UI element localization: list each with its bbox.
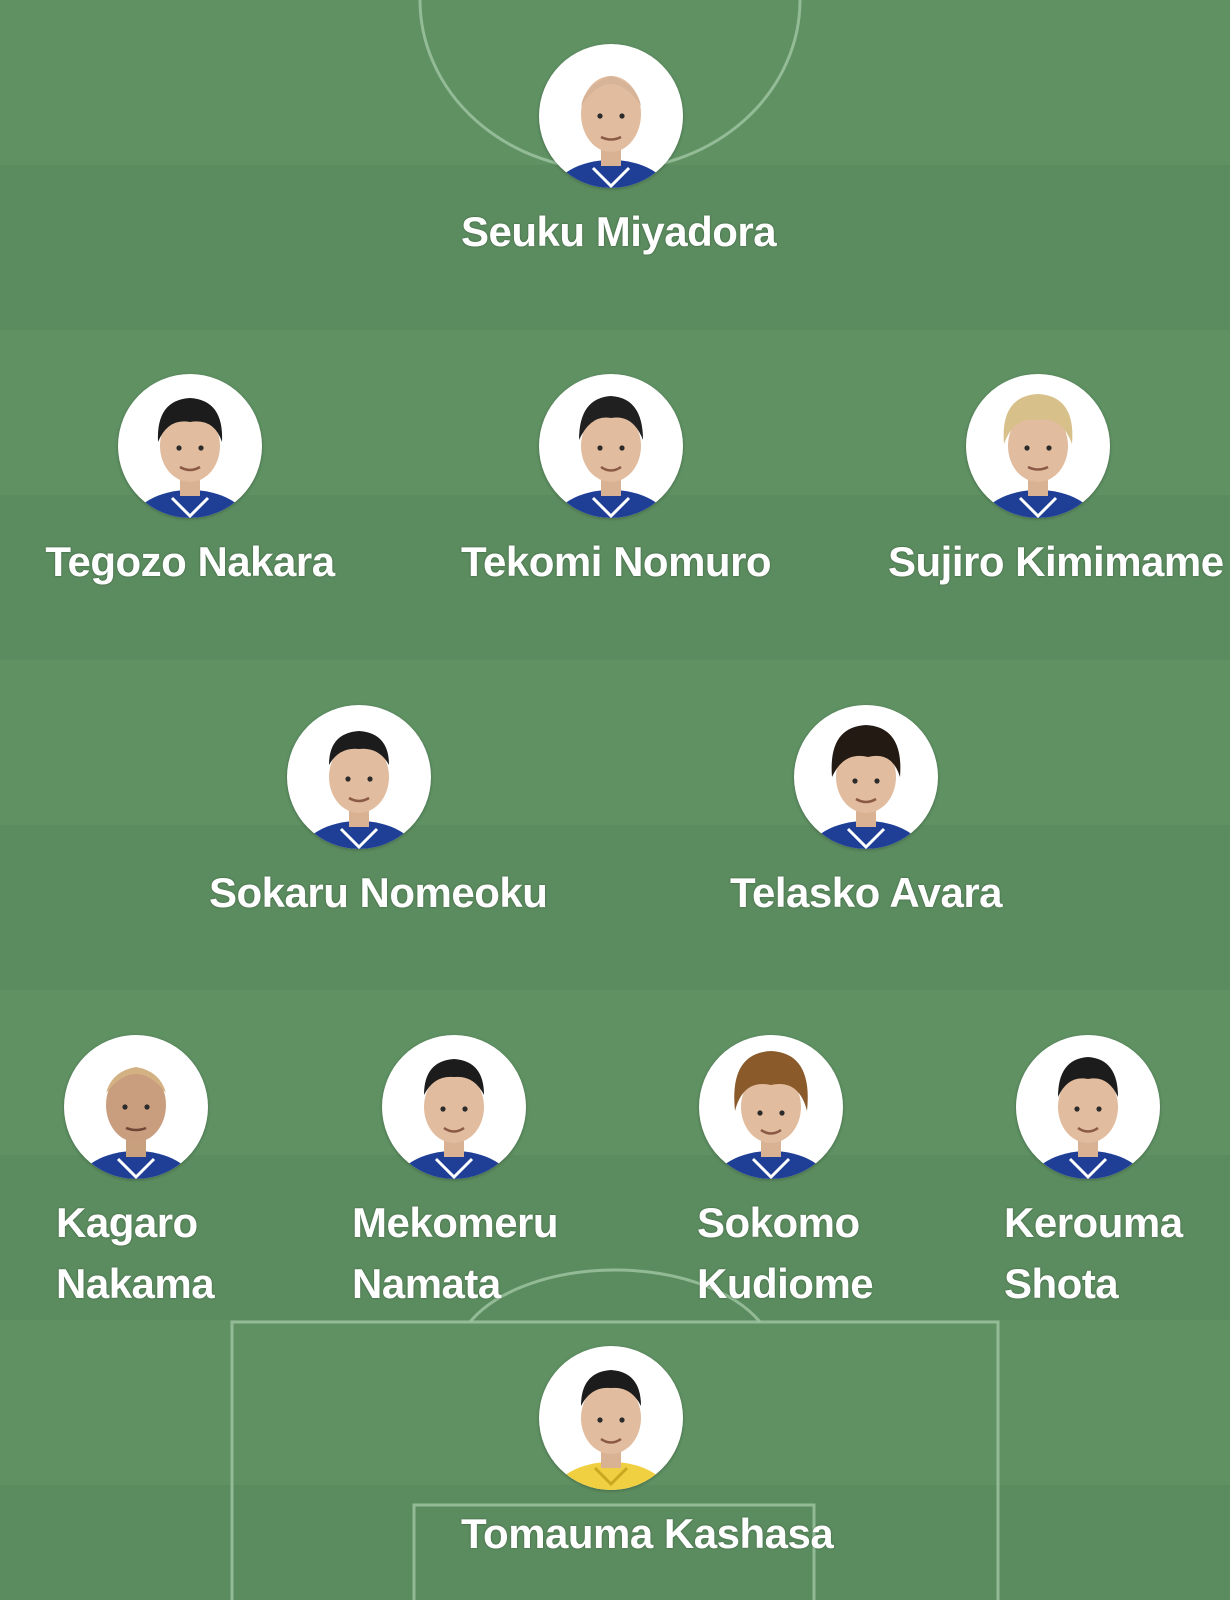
player-portrait-icon	[301, 731, 417, 849]
player-midfield-2[interactable]: Telasko Avara	[716, 705, 1016, 924]
player-name: Sokaru Nomeoku	[209, 869, 548, 916]
player-portrait-icon	[132, 398, 248, 518]
player-first-name: Sokomo	[697, 1199, 860, 1246]
player-avatar	[794, 705, 938, 849]
player-last-name: Namata	[352, 1259, 501, 1307]
player-portrait-icon	[713, 1051, 829, 1179]
player-last-name: Nakama	[56, 1259, 215, 1307]
player-attacking-mid-1[interactable]: Tegozo Nakara	[40, 374, 340, 593]
player-avatar	[118, 374, 262, 518]
player-name: Tegozo Nakara	[45, 538, 335, 585]
player-name: Sujiro Kimimame	[888, 538, 1224, 585]
player-name: Telasko Avara	[729, 869, 1003, 916]
player-avatar	[966, 374, 1110, 518]
player-portrait-icon	[808, 725, 924, 849]
player-avatar	[539, 374, 683, 518]
player-avatar	[539, 1346, 683, 1490]
player-last-name: Kudiome	[697, 1259, 874, 1307]
player-portrait-icon	[553, 76, 669, 188]
player-avatar	[1016, 1035, 1160, 1179]
player-portrait-icon	[1030, 1057, 1146, 1179]
player-last-name: Shota	[1004, 1259, 1119, 1307]
player-avatar	[287, 705, 431, 849]
player-avatar	[64, 1035, 208, 1179]
penalty-box	[230, 1320, 1000, 1600]
goal-box	[412, 1503, 816, 1600]
player-midfield-1[interactable]: Sokaru Nomeoku	[209, 705, 548, 924]
player-goalkeeper[interactable]: Tomauma Kashasa	[461, 1346, 834, 1565]
player-avatar	[539, 44, 683, 188]
player-first-name: Kerouma	[1004, 1199, 1183, 1246]
player-portrait-icon	[553, 396, 669, 518]
player-attacking-mid-2[interactable]: Tekomi Nomuro	[461, 374, 772, 593]
player-portrait-icon	[553, 1370, 669, 1490]
player-attacking-mid-3[interactable]: Sujiro Kimimame	[888, 374, 1224, 593]
player-forward-1[interactable]: Seuku Miyadora	[461, 44, 777, 263]
player-name: Seuku Miyadora	[461, 208, 777, 255]
player-first-name: Mekomeru	[352, 1199, 559, 1246]
player-portrait-icon	[396, 1059, 512, 1179]
player-name: Tekomi Nomuro	[461, 538, 772, 585]
penalty-arc	[468, 1268, 762, 1323]
player-name: Tomauma Kashasa	[461, 1510, 834, 1557]
player-first-name: Kagaro	[56, 1199, 198, 1246]
player-portrait-icon	[78, 1067, 194, 1179]
player-portrait-icon	[980, 394, 1096, 518]
player-avatar	[699, 1035, 843, 1179]
player-avatar	[382, 1035, 526, 1179]
